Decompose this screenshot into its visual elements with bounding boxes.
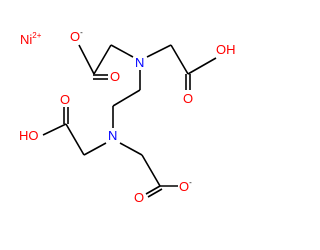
oxygen-minus-2-label: O- [179, 178, 192, 194]
molecule-svg: Ni2+ O- O N OH O O N HO O O- [19, 28, 236, 205]
oxygen-minus-1-label: O- [70, 28, 83, 44]
bonds [42, 44, 217, 198]
bond-bridge [112, 89, 141, 107]
oxygen-carbonyl-1-label: O [110, 69, 120, 84]
atom-labels: Ni2+ O- O N OH O O N HO O O- [19, 28, 236, 205]
nitrogen-1-label: N [135, 55, 144, 70]
bond-c2-oh [187, 57, 217, 75]
bond-ch2-c3 [65, 123, 85, 156]
bond-n1-ch2 [146, 44, 172, 58]
bond-c4-o-carbonyl-4-double [147, 188, 163, 198]
bond-c3-oh [42, 123, 67, 136]
oxygen-carbonyl-3-label: O [60, 92, 70, 107]
bond-ch2-n1 [110, 44, 134, 58]
bond-o-c1 [78, 44, 95, 75]
bond-n2-ch2 [83, 142, 107, 156]
bond-ch2-c4 [141, 154, 161, 187]
bond-ch2-c2 [170, 44, 189, 75]
nitrogen-2-label: N [108, 128, 117, 143]
nickel-ion-label: Ni2+ [20, 31, 42, 47]
oxygen-carbonyl-2-label: O [183, 91, 193, 106]
bond-c4-o-carbonyl-4 [145, 185, 161, 195]
oxygen-carbonyl-4-label: O [134, 190, 144, 205]
hydroxyl-2-label: HO [19, 128, 39, 143]
bond-c1-ch2 [93, 44, 112, 75]
bond-n2-ch2-right [119, 142, 143, 156]
hydroxyl-1-label: OH [216, 42, 236, 57]
molecule-diagram: Ni2+ O- O N OH O O N HO O O- [19, 28, 236, 205]
